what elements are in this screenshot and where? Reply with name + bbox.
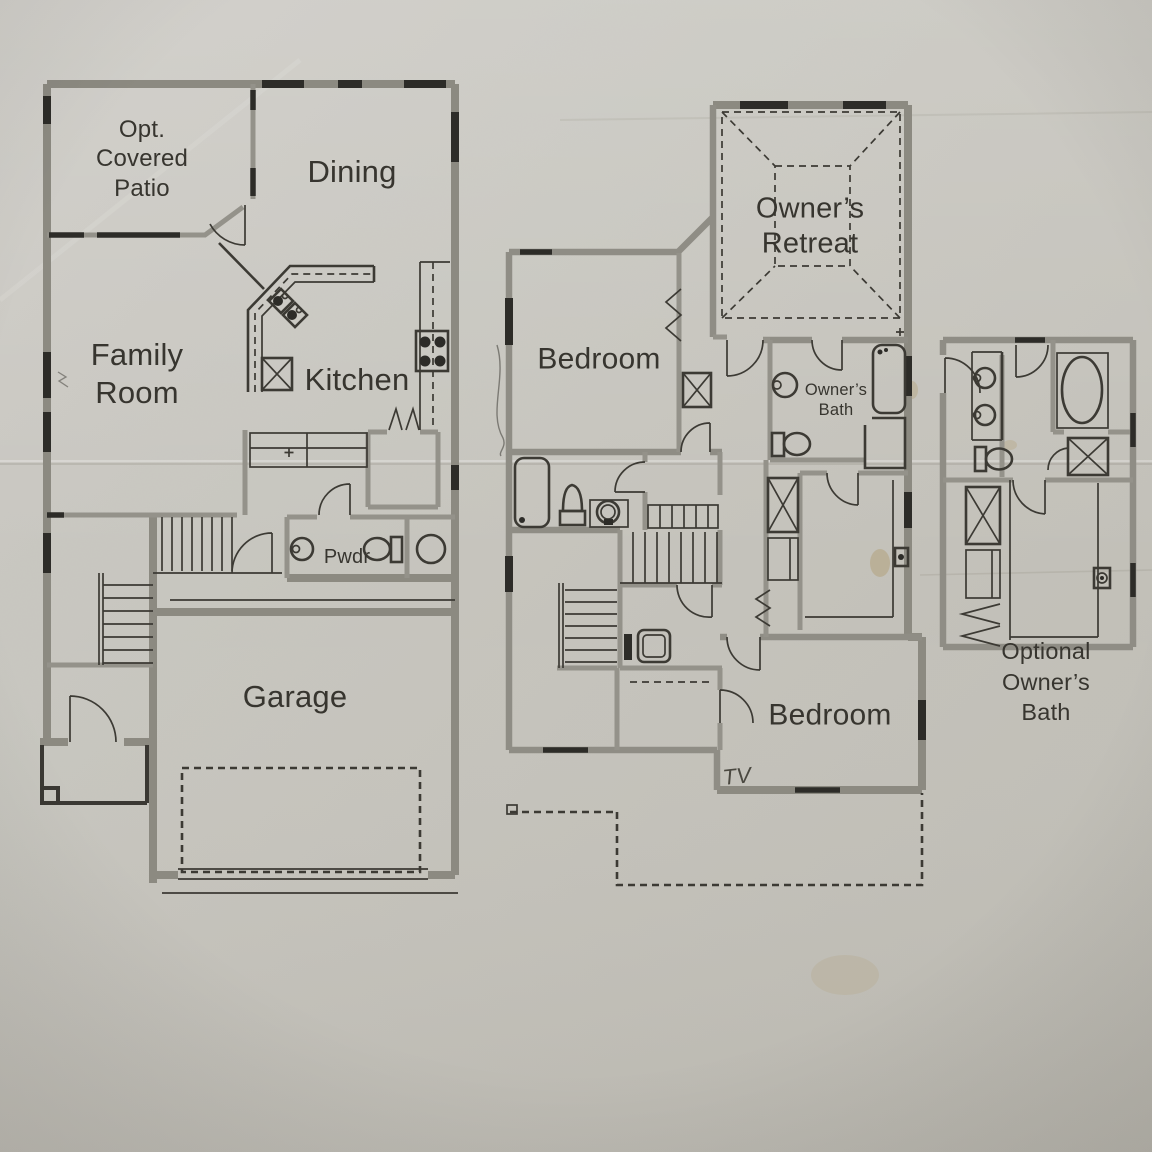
floor-plan-photo: Opt. Covered Patio Dining Family Room Ki… xyxy=(0,0,1152,1152)
photo-vignette xyxy=(0,0,1152,1152)
floor-plan-drawing xyxy=(0,0,1152,1152)
